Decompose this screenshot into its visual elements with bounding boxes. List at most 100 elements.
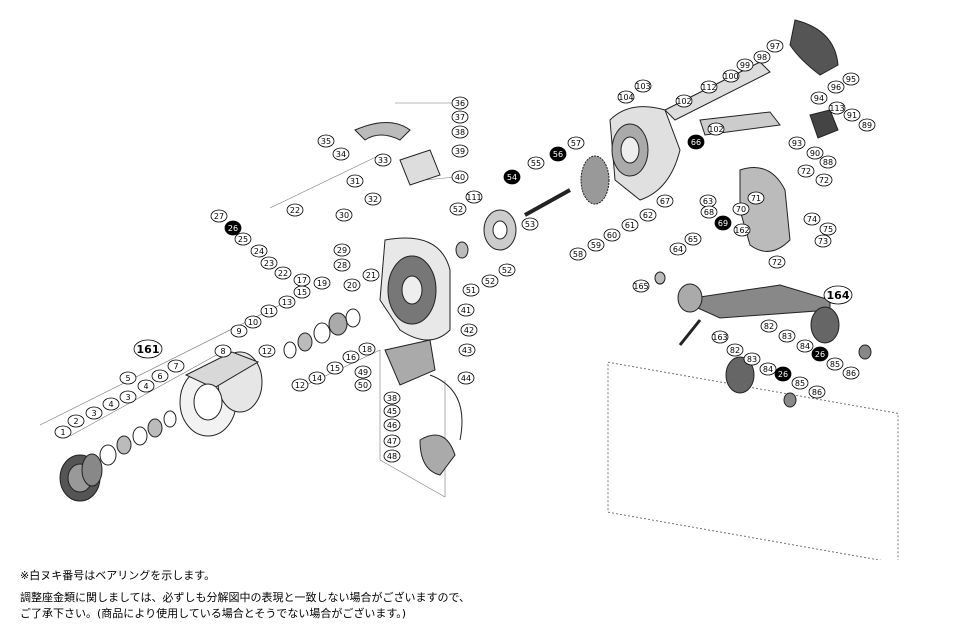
part-callout: 60 [603,228,621,242]
part-callout: 48 [383,449,401,463]
group-callout: 164 [823,285,853,305]
part-callout-number: 52 [485,277,495,286]
part-callout-circle [634,79,652,93]
part-callout: 2 [67,414,85,428]
main-gear-drawing [455,155,610,259]
part-callout: 99 [736,58,754,72]
part-callout-number: 39 [455,147,465,156]
part-callout-circle [451,125,469,139]
part-callout-circle [743,352,761,366]
part-callout-circle [700,80,718,94]
side-cover-drawing [789,19,839,139]
part-callout-circle [669,242,687,256]
part-callout: 49 [354,365,372,379]
part-callout-circle [639,208,657,222]
part-callout-number: 31 [350,177,360,186]
part-callout-circle [498,263,516,277]
part-callout-number: 22 [290,206,300,215]
part-callout-number: 16 [346,353,356,362]
part-callout-circle [707,122,725,136]
part-callout-circle [230,324,248,338]
part-callout-number: 111 [466,193,481,202]
part-callout: 8 [214,344,232,358]
part-callout-number: 113 [829,104,844,113]
part-callout: 19 [313,276,331,290]
group-callout-circle [133,339,163,359]
part-callout-number: 58 [573,250,583,259]
bearing-callout-number: 26 [778,370,788,379]
part-callout-circle [843,108,861,122]
part-callout-circle [67,414,85,428]
part-callout: 44 [457,371,475,385]
part-callout: 86 [808,385,826,399]
group-callout: 161 [133,339,163,359]
part-callout-circle [102,397,120,411]
part-callout-circle [278,295,296,309]
rotor-drawing [379,237,451,341]
bearing-callout: 26 [224,220,242,236]
part-callout-circle [451,110,469,124]
part-callout: 36 [451,96,469,110]
part-callout-circle [819,155,837,169]
part-callout-circle [521,217,539,231]
part-callout-number: 5 [125,374,130,383]
part-callout-number: 55 [531,159,541,168]
part-callout-number: 27 [214,212,224,221]
part-callout-circle [722,69,740,83]
part-callout-circle [457,303,475,317]
group-callout-number: 164 [827,289,850,302]
part-callout-number: 67 [660,197,670,206]
bearing-callout: 26 [811,346,829,362]
part-callout-circle [214,344,232,358]
part-callout-circle [797,164,815,178]
part-callout-circle [244,315,262,329]
part-callout-circle [819,222,837,236]
part-callout-number: 85 [830,360,840,369]
part-callout-number: 40 [455,173,465,182]
part-callout: 88 [819,155,837,169]
part-callout: 13 [278,295,296,309]
bearing-callout-circle [811,346,829,362]
part-callout-number: 60 [607,231,617,240]
part-callout-circle [587,238,605,252]
washer-stack-drawing [99,410,177,466]
part-callout-number: 6 [157,372,162,381]
part-callout-circle [460,323,478,337]
part-callout-number: 63 [703,197,713,206]
part-callout: 43 [458,343,476,357]
part-callout-circle [343,278,361,292]
part-callout: 68 [700,205,718,219]
part-callout: 45 [383,404,401,418]
part-callout-number: 49 [358,368,368,377]
part-callout-number: 51 [466,286,476,295]
part-callout-number: 24 [254,247,264,256]
group-callout-circle [823,285,853,305]
part-callout-number: 70 [736,205,746,214]
bearing-callout-number: 26 [815,350,825,359]
part-callout: 27 [210,209,228,223]
part-callout-number: 20 [347,281,357,290]
part-callout-number: 23 [264,259,274,268]
part-callout-number: 65 [688,235,698,244]
part-callout-circle [449,202,467,216]
part-callout: 17 [293,273,311,287]
part-callout: 102 [675,94,693,108]
part-callout-number: 53 [525,220,535,229]
part-callout-circle [766,39,784,53]
part-callout-circle [326,361,344,375]
part-callout: 4 [137,379,155,393]
part-callout: 74 [803,212,821,226]
part-callout-circle [358,342,376,356]
part-callout-circle [85,406,103,420]
part-callout-circle [274,266,292,280]
part-callout-circle [151,369,169,383]
part-callout-number: 30 [339,211,349,220]
part-callout: 53 [521,217,539,231]
bearing-callout: 26 [774,366,792,382]
part-callout-circle [210,209,228,223]
part-callout-number: 46 [387,421,397,430]
part-callout-circle [632,279,650,293]
bearing-callout: 56 [549,146,567,162]
part-callout-number: 13 [282,298,292,307]
part-callout: 20 [343,278,361,292]
